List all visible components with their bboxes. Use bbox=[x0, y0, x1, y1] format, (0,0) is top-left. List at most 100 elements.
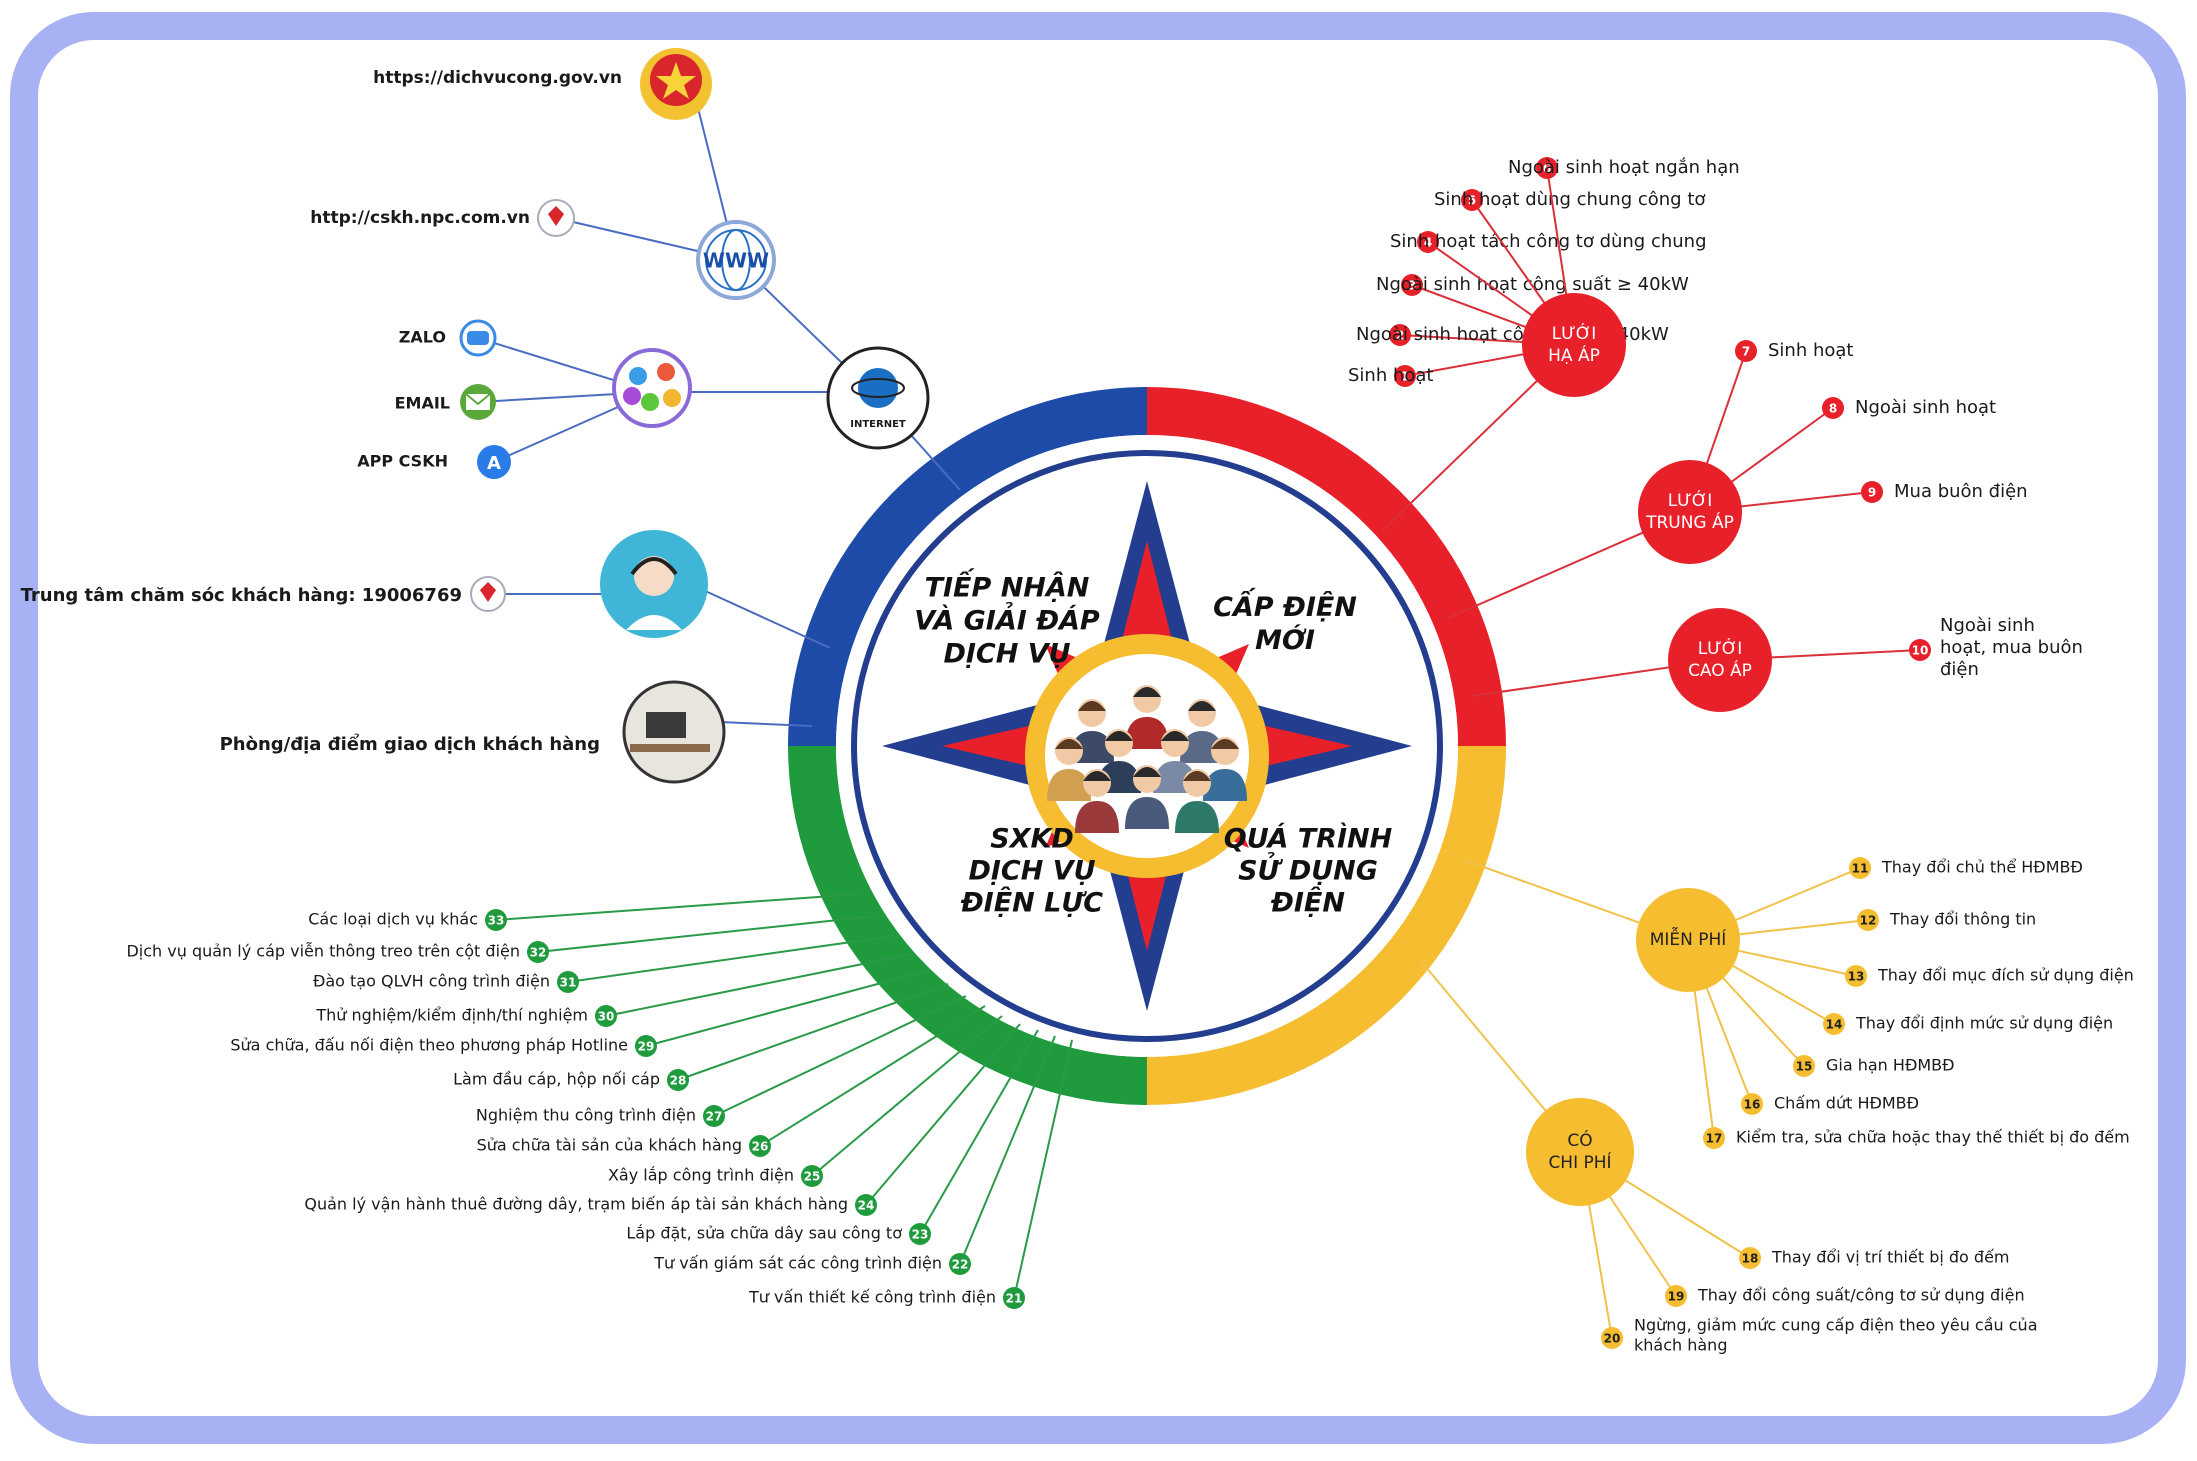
national-emblem-icon bbox=[640, 48, 712, 120]
badge-circle bbox=[635, 1035, 657, 1057]
yellow-item-17: Kiểm tra, sửa chữa hoặc thay thế thiết b… bbox=[1736, 1128, 2130, 1147]
badge-circle bbox=[1793, 1055, 1815, 1077]
people-group-icon bbox=[1025, 634, 1269, 878]
badge-number: 26 bbox=[752, 1140, 769, 1154]
red-item-10: điện bbox=[1940, 659, 1979, 680]
ring-segment-yellow bbox=[1146, 745, 1506, 1105]
badge-number: 3 bbox=[1408, 279, 1416, 293]
office-desk-icon bbox=[622, 680, 726, 784]
badge-5: 5 bbox=[1461, 189, 1483, 211]
badge-number: 14 bbox=[1826, 1018, 1843, 1032]
badge-number: 15 bbox=[1796, 1060, 1813, 1074]
green-item-29: Sửa chữa, đấu nối điện theo phương pháp … bbox=[230, 1036, 628, 1055]
green-item-23: Lắp đặt, sửa chữa dây sau công tơ bbox=[626, 1224, 902, 1243]
connector-line bbox=[567, 935, 895, 983]
badge-30: 30 bbox=[595, 1005, 617, 1027]
badge-16: 16 bbox=[1741, 1093, 1763, 1115]
badge-number: 9 bbox=[1868, 486, 1876, 500]
app-bubble bbox=[641, 393, 659, 411]
badge-circle bbox=[949, 1253, 971, 1275]
red-item-8: Ngoài sinh hoạt bbox=[1855, 397, 1996, 418]
hub-mien-phi-label: MIỄN PHÍ bbox=[1650, 926, 1727, 950]
badge-number: 27 bbox=[706, 1110, 723, 1124]
green-item-25: Xây lắp công trình điện bbox=[608, 1166, 794, 1185]
badge-number: 31 bbox=[560, 976, 577, 990]
badge-10: 10 bbox=[1909, 639, 1931, 661]
connector-line bbox=[537, 915, 877, 953]
badge-number: 20 bbox=[1604, 1332, 1621, 1346]
badge-number: 6 bbox=[1543, 162, 1551, 176]
hub-luoi-trung-ap-label: TRUNG ÁP bbox=[1645, 511, 1734, 533]
evn-logo-mark bbox=[548, 206, 564, 226]
evn-logo-mark bbox=[480, 582, 496, 602]
app-circle bbox=[477, 445, 511, 479]
badge-number: 28 bbox=[670, 1074, 687, 1088]
yellow-item-18: Thay đổi vị trí thiết bị đo đếm bbox=[1771, 1248, 2010, 1267]
badge-20: 20 bbox=[1601, 1327, 1623, 1349]
person-hair bbox=[1055, 739, 1083, 749]
hub-luoi-trung-ap-label: LƯỚI bbox=[1668, 489, 1713, 511]
badge-number: 22 bbox=[952, 1258, 969, 1272]
badge-number: 2 bbox=[1396, 329, 1404, 343]
badge-circle bbox=[1741, 1093, 1763, 1115]
connector-line bbox=[677, 983, 949, 1081]
badge-number: 7 bbox=[1742, 345, 1750, 359]
person-body bbox=[1125, 797, 1169, 829]
badge-26: 26 bbox=[749, 1135, 771, 1157]
star-red-accent bbox=[1123, 541, 1171, 656]
person-hair bbox=[1161, 731, 1189, 741]
green-item-31: Đào tạo QLVH công trình điện bbox=[313, 972, 550, 991]
badge-number: 4 bbox=[1424, 236, 1432, 250]
badge-circle bbox=[749, 1135, 771, 1157]
badge-number: 17 bbox=[1706, 1132, 1723, 1146]
hub-luoi-ha-ap-label: LƯỚI bbox=[1552, 322, 1597, 344]
zalo-bubble bbox=[467, 331, 489, 345]
globe-meridian bbox=[721, 229, 751, 291]
badge-number: 13 bbox=[1848, 970, 1865, 984]
badge-number: 21 bbox=[1006, 1292, 1023, 1306]
badge-number: 16 bbox=[1744, 1098, 1761, 1112]
badge-12: 12 bbox=[1857, 909, 1879, 931]
quadrant-title-qua-trinh: QUÁ TRÌNH bbox=[1224, 823, 1393, 855]
badge-21: 21 bbox=[1003, 1287, 1025, 1309]
hub-luoi-ha-ap-circle bbox=[1522, 293, 1626, 397]
yellow-item-19: Thay đổi công suất/công tơ sử dụng điện bbox=[1697, 1286, 2025, 1305]
badge-circle bbox=[703, 1105, 725, 1127]
person-hair bbox=[1078, 701, 1106, 711]
badge-29: 29 bbox=[635, 1035, 657, 1057]
red-item-5: Sinh hoạt dùng chung công tơ bbox=[1434, 189, 1705, 210]
hub-luoi-cao-ap-label: LƯỚI bbox=[1698, 637, 1743, 659]
badge-number: 19 bbox=[1668, 1290, 1685, 1304]
badge-3: 3 bbox=[1401, 274, 1423, 296]
badge-31: 31 bbox=[557, 971, 579, 993]
yellow-item-16: Chấm dứt HĐMBĐ bbox=[1774, 1094, 1919, 1113]
badge-number: 24 bbox=[858, 1199, 875, 1213]
badge-circle bbox=[1909, 639, 1931, 661]
globe-icon bbox=[858, 368, 898, 408]
quadrant-title-sxkd: ĐIỆN LỰC bbox=[960, 887, 1103, 919]
badge-number: 25 bbox=[804, 1170, 821, 1184]
red-item-7: Sinh hoạt bbox=[1768, 340, 1853, 361]
connector-line bbox=[865, 1023, 1021, 1206]
badge-6: 6 bbox=[1536, 157, 1558, 179]
badge-22: 22 bbox=[949, 1253, 971, 1275]
www-node: WWW bbox=[696, 220, 776, 300]
social-media-cluster-icon bbox=[612, 348, 692, 428]
hub-co-chi-phi-label: CÓ bbox=[1567, 1129, 1592, 1151]
ring-inner-line bbox=[851, 450, 1443, 1042]
zalo-label: ZALO bbox=[399, 328, 446, 347]
red-item-4: Sinh hoạt tách công tơ dùng chung bbox=[1390, 231, 1707, 252]
badge-circle bbox=[1735, 340, 1757, 362]
badge-9: 9 bbox=[1861, 481, 1883, 503]
badge-8: 8 bbox=[1822, 397, 1844, 419]
app-bubble bbox=[663, 389, 681, 407]
badge-1: 1 bbox=[1394, 365, 1416, 387]
green-item-28: Làm đầu cáp, hộp nối cáp bbox=[453, 1070, 660, 1089]
badge-circle bbox=[801, 1165, 823, 1187]
badge-2: 2 bbox=[1389, 324, 1411, 346]
hub-luoi-ha-ap-label: HẠ ÁP bbox=[1548, 344, 1600, 366]
quadrant-title-tiep-nhan: TIẾP NHẬN bbox=[925, 568, 1090, 604]
